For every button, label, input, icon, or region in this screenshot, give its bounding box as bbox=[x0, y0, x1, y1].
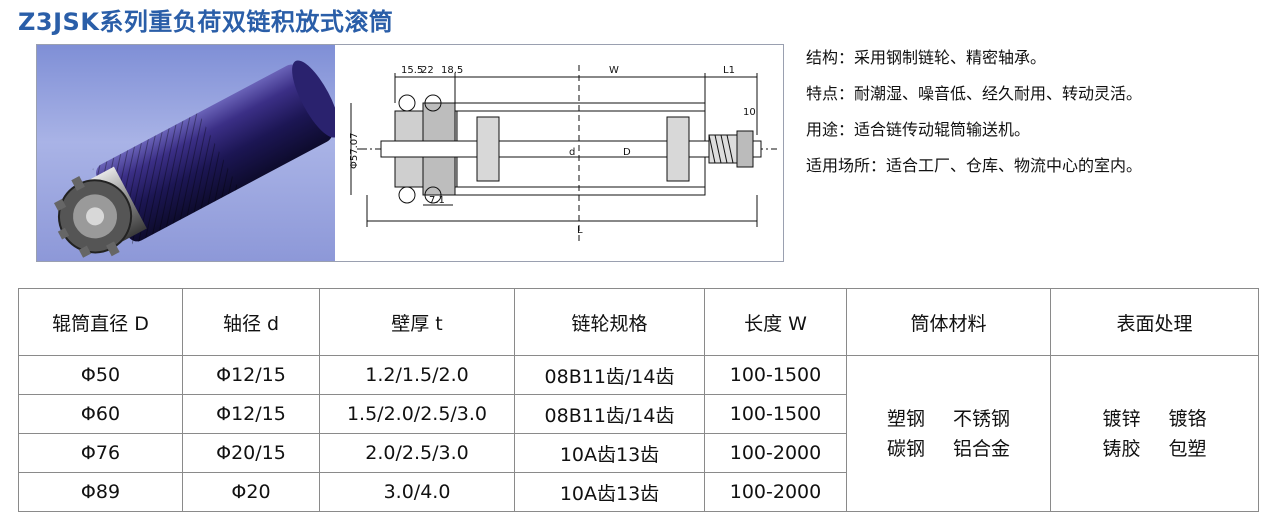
roller-photo bbox=[37, 45, 335, 261]
table-row: Φ76 Φ20/15 2.0/2.5/3.0 10A齿13齿 100-2000 bbox=[18, 433, 1259, 473]
dim-18-5: 18.5 bbox=[441, 65, 463, 76]
dim-22: 22 bbox=[421, 65, 434, 76]
dim-l1: L1 bbox=[723, 65, 735, 76]
surface-chrome: 镀铬 bbox=[1168, 407, 1207, 430]
cell-length: 100-1500 bbox=[704, 394, 847, 434]
cell-sprocket: 08B11齿/14齿 bbox=[514, 394, 705, 434]
table-row: Φ50 Φ12/15 1.2/1.5/2.0 08B11齿/14齿 100-15… bbox=[18, 355, 1259, 512]
cell-sprocket: 08B11齿/14齿 bbox=[514, 355, 705, 395]
cell-sprocket: 10A齿13齿 bbox=[514, 433, 705, 473]
spec-table: 辊筒直径 D 轴径 d 壁厚 t 链轮规格 长度 W 筒体材料 表面处理 Φ50… bbox=[18, 288, 1259, 512]
dim-phi: Φ57.07 bbox=[349, 133, 360, 170]
material-stainless: 不锈钢 bbox=[953, 407, 1011, 430]
header-length: 长度 W bbox=[704, 288, 847, 356]
dim-10: 10 bbox=[743, 107, 756, 118]
spec-features: 特点：耐潮湿、噪音低、经久耐用、转动灵活。 bbox=[806, 84, 1143, 103]
cell-diameter: Φ60 bbox=[18, 394, 183, 434]
dim-7-1: 7.1 bbox=[429, 195, 445, 206]
cell-diameter: Φ76 bbox=[18, 433, 183, 473]
header-shaft-diameter: 轴径 d bbox=[182, 288, 320, 356]
surface-cell: 镀锌 镀铬 铸胶 包塑 bbox=[1050, 355, 1259, 512]
dim-big-d: D bbox=[623, 147, 631, 158]
material-aluminum: 铝合金 bbox=[953, 437, 1011, 460]
cell-shaft: Φ20/15 bbox=[182, 433, 320, 473]
cell-length: 100-1500 bbox=[704, 355, 847, 395]
cell-wall: 2.0/2.5/3.0 bbox=[319, 433, 515, 473]
page-title: Z3JSK系列重负荷双链积放式滚筒 bbox=[18, 8, 394, 36]
technical-drawing: 15.5 22 18.5 W L1 10 7.1 L D d Φ57.07 bbox=[337, 45, 783, 261]
dim-l: L bbox=[577, 225, 583, 236]
header-material: 筒体材料 bbox=[846, 288, 1051, 356]
cell-sprocket: 10A齿13齿 bbox=[514, 472, 705, 512]
dim-small-d: d bbox=[569, 147, 575, 158]
header-sprocket-spec: 链轮规格 bbox=[514, 288, 705, 356]
cell-diameter: Φ50 bbox=[18, 355, 183, 395]
cell-wall: 1.5/2.0/2.5/3.0 bbox=[319, 394, 515, 434]
material-carbon: 碳钢 bbox=[886, 437, 925, 460]
dim-15-5: 15.5 bbox=[401, 65, 423, 76]
spec-list: 结构：采用钢制链轮、精密轴承。 特点：耐潮湿、噪音低、经久耐用、转动灵活。 用途… bbox=[806, 40, 1276, 184]
cell-length: 100-2000 bbox=[704, 433, 847, 473]
cell-wall: 3.0/4.0 bbox=[319, 472, 515, 512]
cell-length: 100-2000 bbox=[704, 472, 847, 512]
cell-shaft: Φ20 bbox=[182, 472, 320, 512]
surface-rubber: 铸胶 bbox=[1102, 437, 1141, 460]
material-plastic-steel: 塑钢 bbox=[886, 407, 925, 430]
header-surface: 表面处理 bbox=[1050, 288, 1259, 356]
cell-shaft: Φ12/15 bbox=[182, 394, 320, 434]
dim-w: W bbox=[609, 65, 619, 76]
table-header-row: 辊筒直径 D 轴径 d 壁厚 t 链轮规格 长度 W 筒体材料 表面处理 bbox=[18, 288, 1259, 356]
spec-locations: 适用场所：适合工厂、仓库、物流中心的室内。 bbox=[806, 156, 1143, 175]
header-roller-diameter: 辊筒直径 D bbox=[18, 288, 183, 356]
spec-structure: 结构：采用钢制链轮、精密轴承。 bbox=[806, 48, 1047, 67]
cell-shaft: Φ12/15 bbox=[182, 355, 320, 395]
product-figure-frame: 15.5 22 18.5 W L1 10 7.1 L D d Φ57.07 bbox=[36, 44, 784, 262]
header-wall-thickness: 壁厚 t bbox=[319, 288, 515, 356]
surface-zinc: 镀锌 bbox=[1102, 407, 1141, 430]
table-row: Φ89 Φ20 3.0/4.0 10A齿13齿 100-2000 bbox=[18, 472, 1259, 512]
spec-usage: 用途：适合链传动辊筒输送机。 bbox=[806, 120, 1031, 139]
surface-plastic: 包塑 bbox=[1168, 437, 1207, 460]
cell-wall: 1.2/1.5/2.0 bbox=[319, 355, 515, 395]
material-cell: 塑钢 不锈钢 碳钢 铝合金 bbox=[846, 355, 1051, 512]
cell-diameter: Φ89 bbox=[18, 472, 183, 512]
